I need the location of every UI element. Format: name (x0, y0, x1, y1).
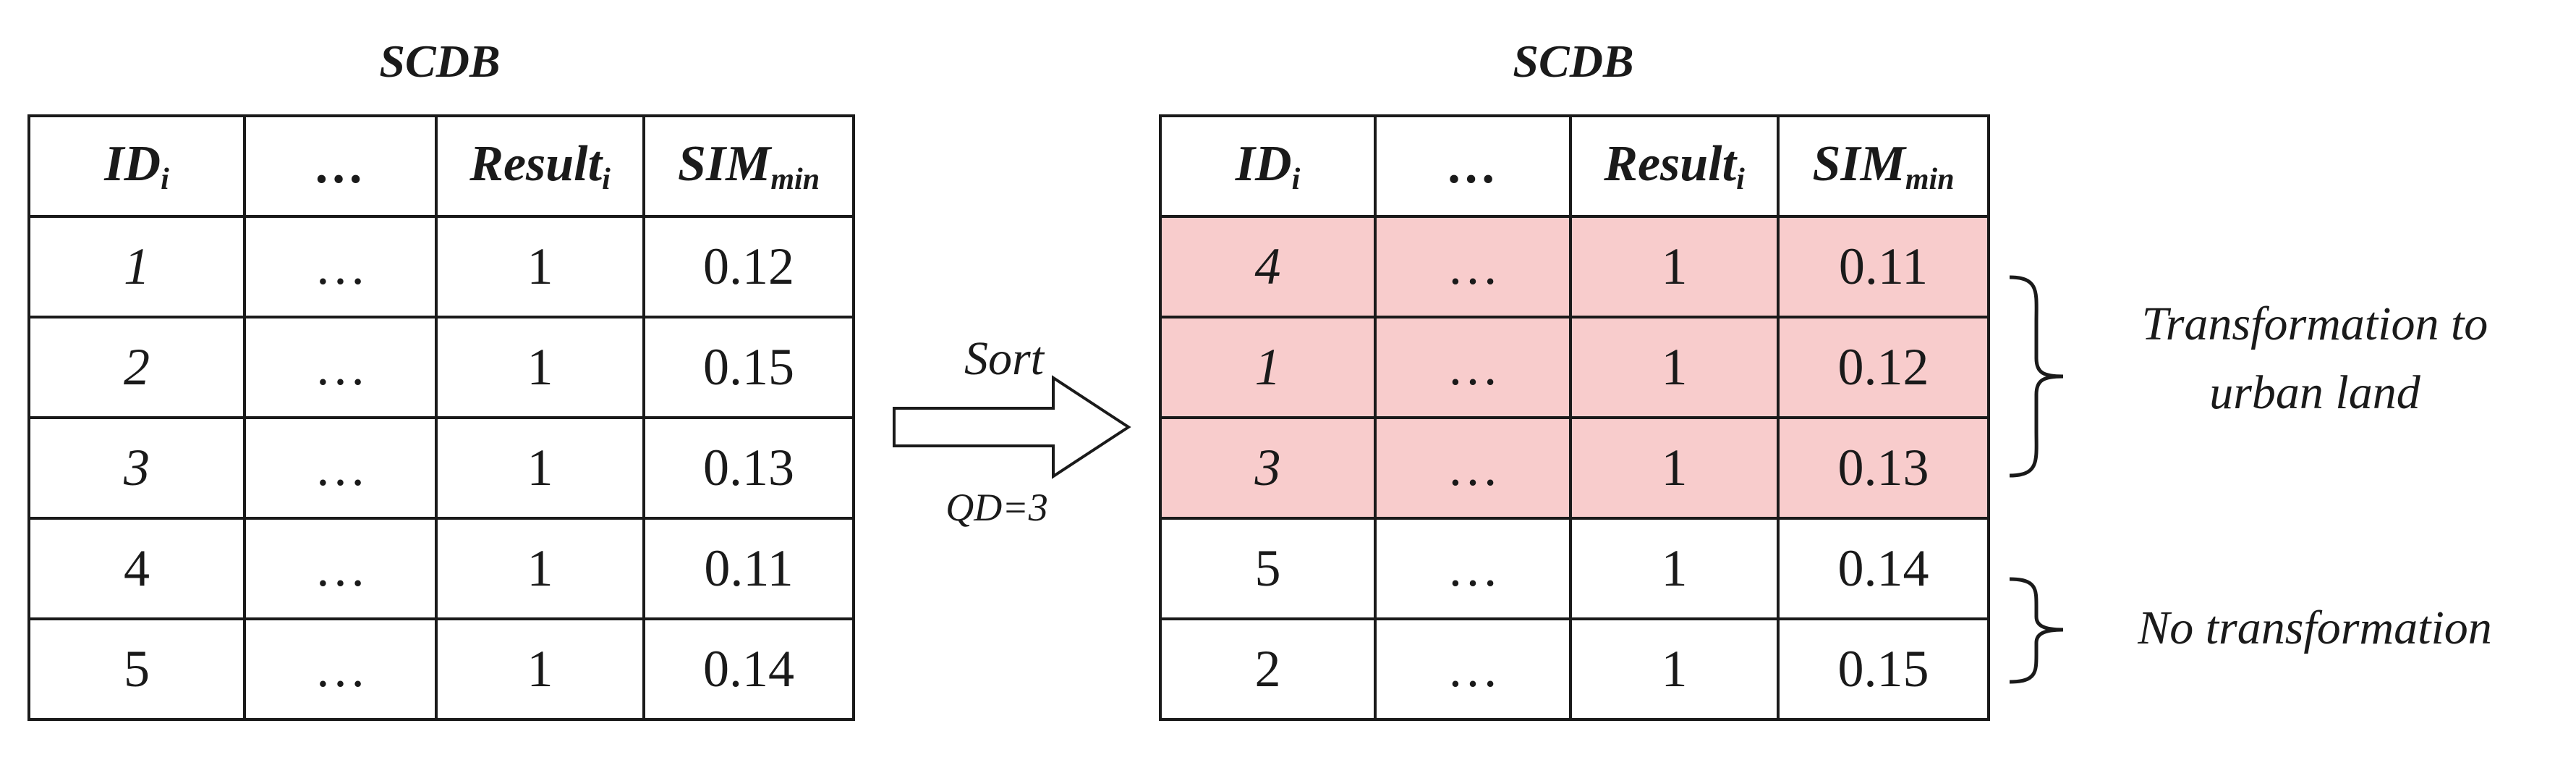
table-header-row: IDi … Resulti SIMmin (27, 114, 855, 218)
header-result: Resulti (435, 114, 645, 218)
cell-sim: 0.14 (642, 617, 855, 721)
cell-id: 1 (27, 215, 246, 318)
cell-result: 1 (435, 517, 645, 620)
cell-id: 1 (1159, 316, 1377, 419)
cell-sim: 0.12 (642, 215, 855, 318)
cell-sim: 0.15 (642, 316, 855, 419)
cell-sim: 0.13 (642, 416, 855, 520)
cell-id: 3 (1159, 416, 1377, 520)
left-table-title: SCDB (379, 35, 501, 87)
cell-sim: 0.15 (1777, 617, 1990, 721)
cell-result: 1 (435, 617, 645, 721)
table-row-highlighted: 3 … 1 0.13 (1159, 416, 1990, 520)
cell-result: 1 (1569, 416, 1780, 520)
no-transformation-note: No transformation (2138, 602, 2492, 654)
right-table-title: SCDB (1513, 35, 1634, 87)
cell-ellipsis: … (1374, 215, 1572, 318)
qd-label: QD=3 (945, 486, 1048, 529)
cell-result: 1 (435, 215, 645, 318)
cell-ellipsis: … (243, 617, 438, 721)
cell-id: 5 (27, 617, 246, 721)
table-row: 4 … 1 0.11 (27, 517, 855, 620)
header-result: Resulti (1569, 114, 1780, 218)
cell-id: 4 (27, 517, 246, 620)
sort-label: Sort (964, 332, 1045, 385)
cell-result: 1 (1569, 215, 1780, 318)
table-row: 3 … 1 0.13 (27, 416, 855, 520)
header-sim: SIMmin (642, 114, 855, 218)
cell-ellipsis: … (243, 316, 438, 419)
right-arrow-icon (893, 375, 1131, 479)
cell-sim: 0.11 (642, 517, 855, 620)
cell-sim: 0.12 (1777, 316, 1990, 419)
table-row-highlighted: 1 … 1 0.12 (1159, 316, 1990, 419)
cell-ellipsis: … (1374, 517, 1572, 620)
header-id: IDi (1159, 114, 1377, 218)
transformation-note-line2: urban land (2209, 366, 2420, 419)
table-row: 2 … 1 0.15 (1159, 617, 1990, 721)
cell-id: 4 (1159, 215, 1377, 318)
table-row: 1 … 1 0.12 (27, 215, 855, 318)
cell-result: 1 (435, 416, 645, 520)
cell-id: 3 (27, 416, 246, 520)
cell-result: 1 (435, 316, 645, 419)
header-id: IDi (27, 114, 246, 218)
cell-id: 2 (27, 316, 246, 419)
cell-ellipsis: … (243, 215, 438, 318)
right-scdb-table: IDi … Resulti SIMmin 4 … 1 0.11 1 … 1 0.… (1159, 114, 1990, 721)
cell-ellipsis: … (243, 517, 438, 620)
cell-sim: 0.14 (1777, 517, 1990, 620)
brace-icon-small (2009, 577, 2064, 684)
left-scdb-table: IDi … Resulti SIMmin 1 … 1 0.12 2 … 1 0.… (27, 114, 855, 721)
cell-result: 1 (1569, 517, 1780, 620)
table-header-row: IDi … Resulti SIMmin (1159, 114, 1990, 218)
brace-icon-large (2009, 275, 2064, 478)
cell-ellipsis: … (1374, 416, 1572, 520)
cell-id: 5 (1159, 517, 1377, 620)
table-row: 2 … 1 0.15 (27, 316, 855, 419)
sort-arrow-group: Sort QD=3 (888, 332, 1134, 529)
table-row: 5 … 1 0.14 (1159, 517, 1990, 620)
cell-ellipsis: … (243, 416, 438, 520)
transformation-note-line1: Transformation to (2141, 298, 2488, 350)
cell-id: 2 (1159, 617, 1377, 721)
cell-result: 1 (1569, 617, 1780, 721)
table-row: 5 … 1 0.14 (27, 617, 855, 721)
cell-ellipsis: … (1374, 316, 1572, 419)
cell-sim: 0.13 (1777, 416, 1990, 520)
header-ellipsis: … (1374, 114, 1572, 218)
cell-ellipsis: … (1374, 617, 1572, 721)
cell-result: 1 (1569, 316, 1780, 419)
header-ellipsis: … (243, 114, 438, 218)
header-sim: SIMmin (1777, 114, 1990, 218)
cell-sim: 0.11 (1777, 215, 1990, 318)
table-row-highlighted: 4 … 1 0.11 (1159, 215, 1990, 318)
